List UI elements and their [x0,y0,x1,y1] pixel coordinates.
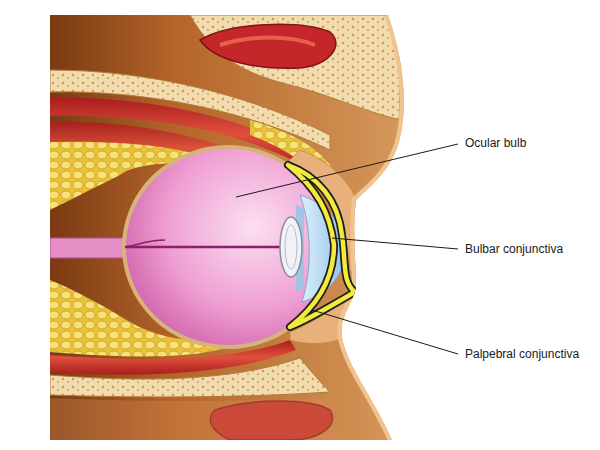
part-label: Ocular bulb [465,136,526,150]
part-label: Bulbar conjunctiva [465,242,563,256]
part-label: Palpebral conjunctiva [465,347,579,361]
leader-lines [236,144,458,354]
